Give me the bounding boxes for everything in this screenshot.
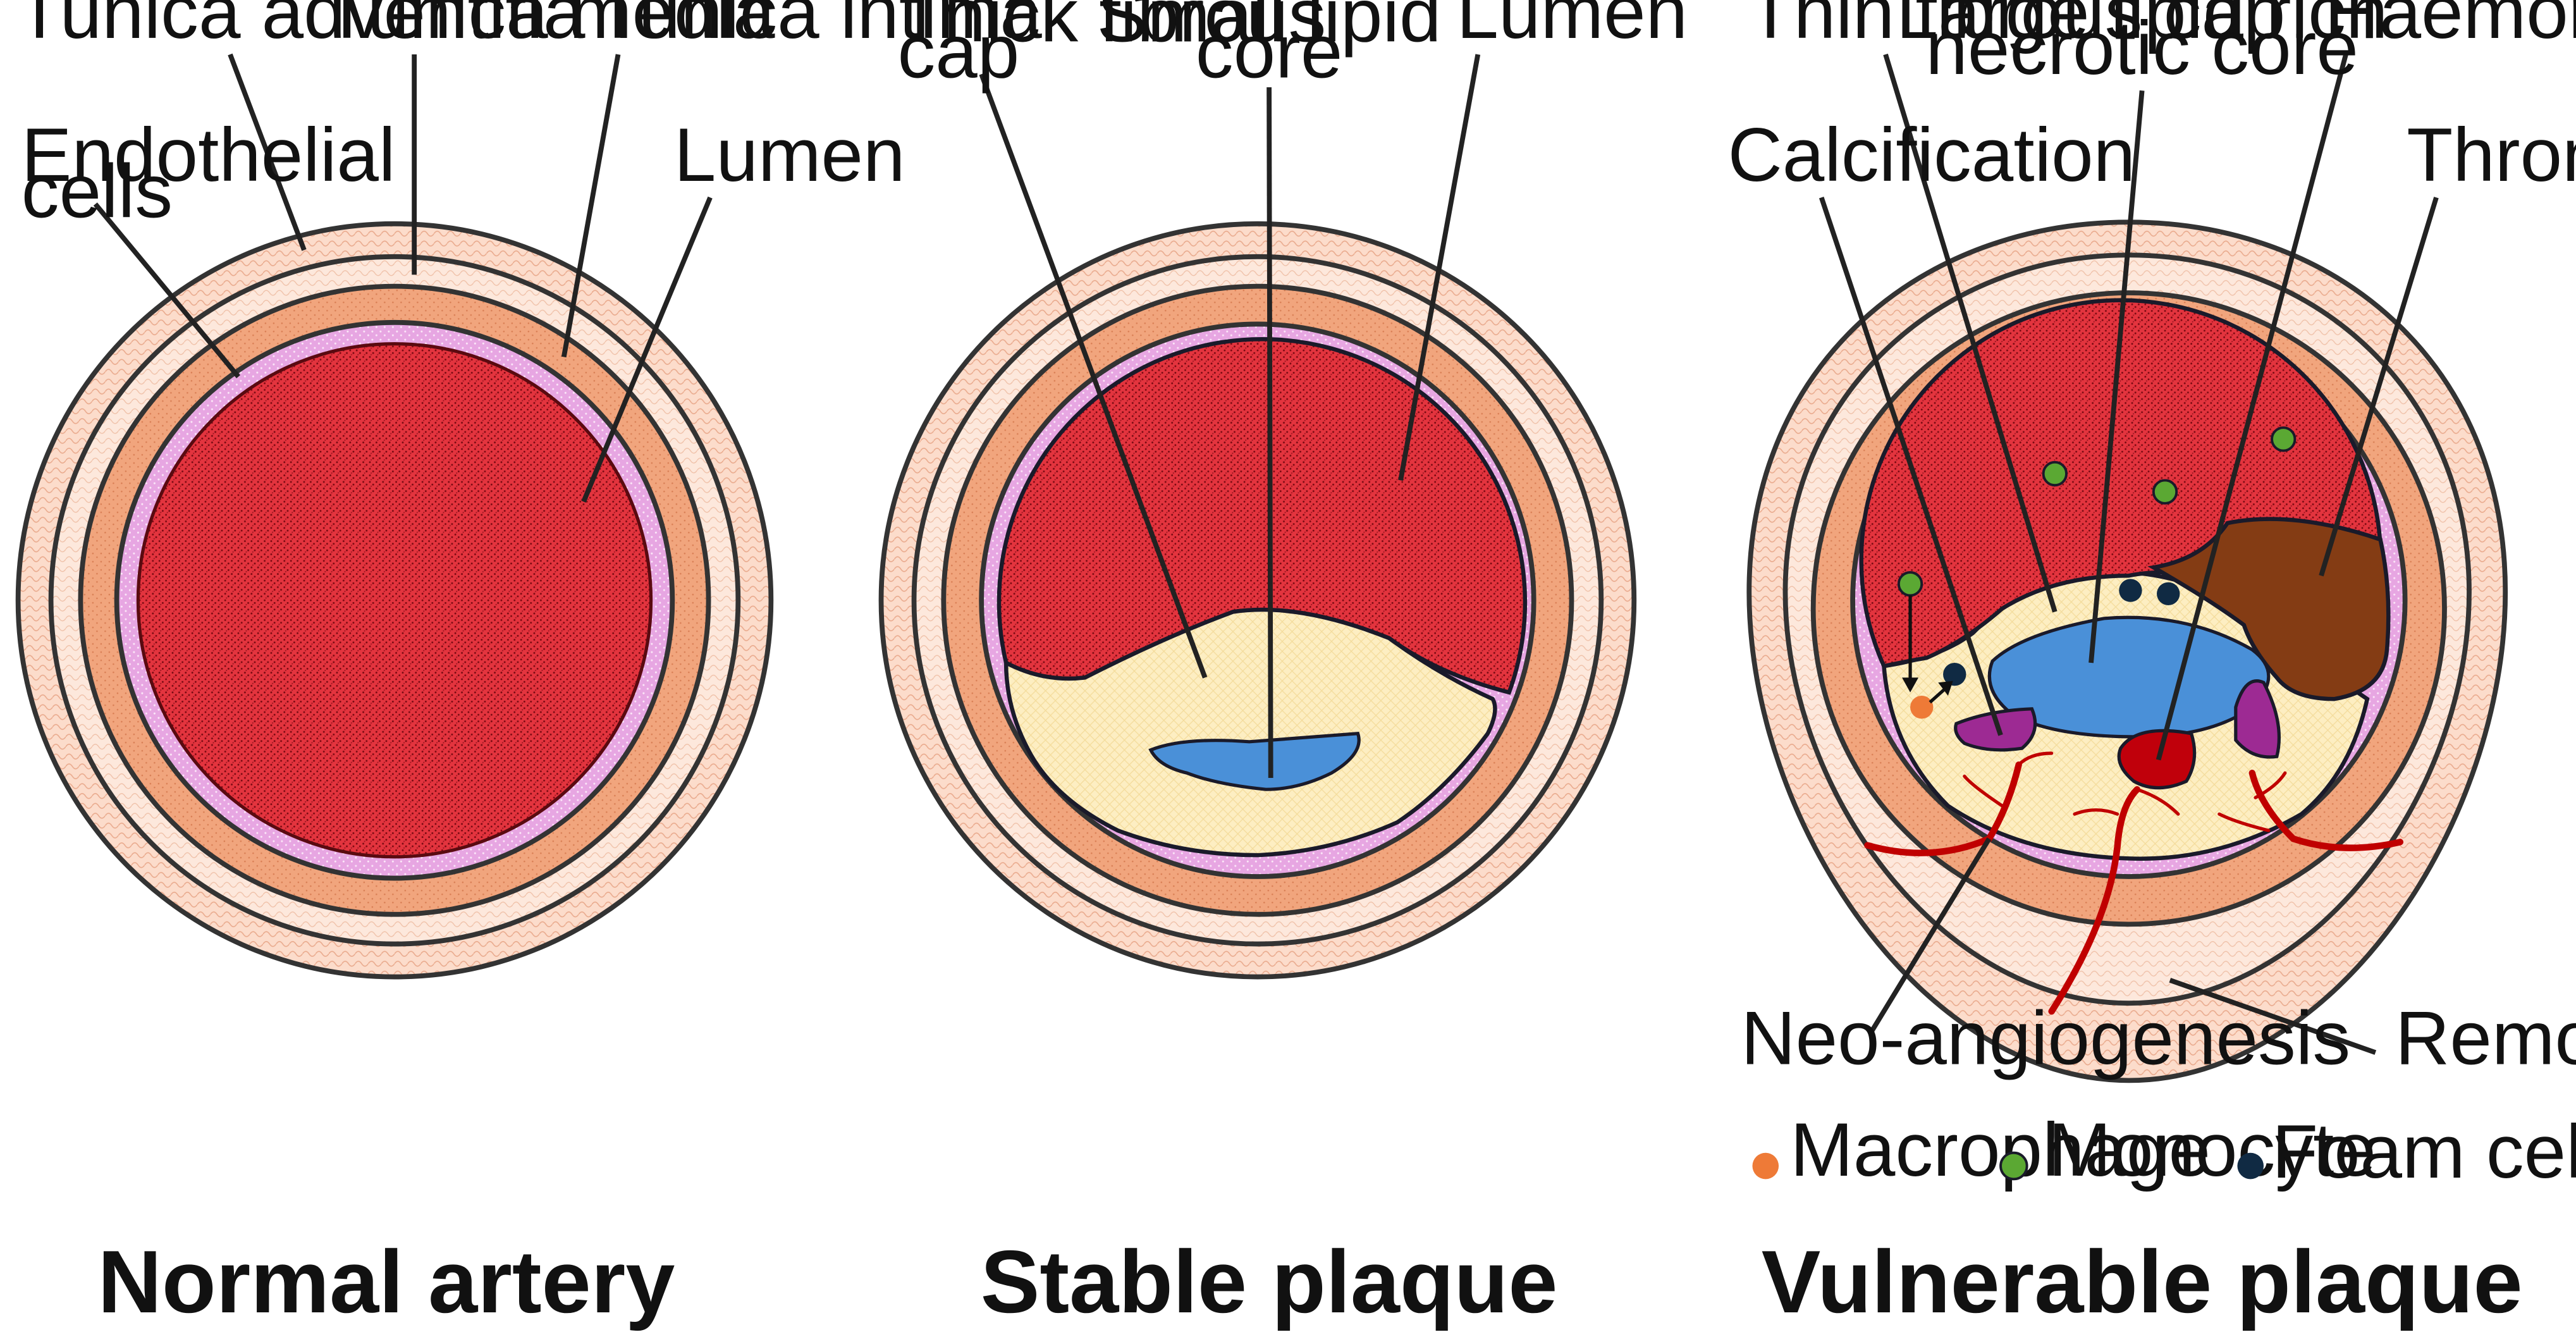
label-remodelling: Remodelling [2395,996,2576,1080]
vulnerable-foam-cell-2 [2157,582,2180,606]
stable-plaque: Thick fibrous cap Small lipid core Lumen… [878,0,1688,1331]
vulnerable-monocyte-3 [2271,426,2297,452]
leader-calcification [1819,197,2003,736]
normal-artery: Tunica adventitia Tunica media Tunica in… [15,0,1042,1331]
leader-small-lipid [1267,87,1273,779]
vulnerable-plaque: Thin fibrous cap Large lipid rich necrot… [1727,0,2576,1331]
stable-plaque-body [1003,607,1497,858]
label-small-lipid-1: Small lipid [1097,0,1442,58]
label-endothelial-2: cells [21,149,173,233]
leader-thin-cap [1883,53,2058,613]
leader-tunica-intima [561,54,621,358]
vulnerable-vessels [1864,751,2404,1015]
vessel-left [1864,761,2022,856]
label-lumen-normal: Lumen [674,113,905,197]
leader-tunica-adventitia [228,53,307,251]
label-neo-angiogenesis: Neo-angiogenesis [1741,996,2350,1080]
vulnerable-macrophage [1910,695,1934,719]
legend-foam-cells-label: Foam cells [2272,1110,2576,1194]
leader-lumen-normal [581,196,713,503]
label-lumen-stable: Lumen [1456,0,1688,54]
legend: Macrophage Monocyte Foam cells [1752,1108,2576,1194]
label-tunica-adventitia: Tunica adventitia [16,0,586,54]
vulnerable-monocyte-1 [2042,460,2068,487]
vulnerable-monocyte-4 [1897,571,1923,597]
legend-monocyte-swatch [1999,1151,2028,1181]
legend-monocyte-label: Monocyte [2048,1108,2376,1192]
caption-stable-plaque: Stable plaque [981,1232,1558,1331]
label-thick-cap-1: Thick fibrous [898,0,1327,58]
vulnerable-calcification-1 [1954,707,2037,752]
vulnerable-foam-cell-1 [2119,579,2142,602]
label-endothelial-1: Endothelial [21,113,396,197]
stable-lipid-core [1148,732,1361,791]
label-tunica-media: Tunica media [324,0,775,54]
legend-macrophage-swatch [1752,1152,1779,1180]
leader-neo-angiogenesis [1868,837,1992,1035]
label-small-lipid-2: core [1196,9,1343,94]
leader-thrombus [2319,197,2439,577]
leader-thick-cap [979,73,1208,679]
label-calcification: Calcification [1727,113,2135,197]
caption-vulnerable-plaque: Vulnerable plaque [1762,1232,2523,1331]
vulnerable-calcification-2 [2234,679,2281,759]
leader-large-lipid [2088,90,2145,663]
vessel-branch-3 [2217,771,2287,832]
leader-haemorrhage [2156,54,2348,761]
arrow-macrophage-to-foam [1929,687,1946,704]
normal-lumen [136,342,653,859]
label-large-lipid-1: Large lipid rich [1896,0,2388,54]
label-thin-cap: Thin fibrous cap [1748,0,2286,54]
leader-endothelial [93,202,240,379]
vessel-branch-2 [2073,787,2180,816]
label-thick-cap-2: cap [898,9,1020,94]
label-thrombus: Thrombus [2407,113,2576,197]
arrowhead-1 [1902,677,1919,693]
label-tunica-intima: Tunica intima [595,0,1042,54]
legend-foam-cells-swatch [2237,1152,2264,1180]
vulnerable-foam-cell-3 [1943,663,1966,686]
legend-macrophage-label: Macrophage [1790,1108,2211,1192]
label-large-lipid-2: necrotic core [1925,6,2358,90]
vessel-center [2048,786,2141,1015]
caption-normal-artery: Normal artery [98,1232,675,1331]
label-haemorrhage: Haemorrhage [2324,0,2576,54]
leader-remodelling [2169,978,2377,1055]
vulnerable-monocyte-2 [2152,479,2178,505]
vessel-branch-1 [1963,751,2054,808]
leader-lumen-stable [1398,54,1481,481]
